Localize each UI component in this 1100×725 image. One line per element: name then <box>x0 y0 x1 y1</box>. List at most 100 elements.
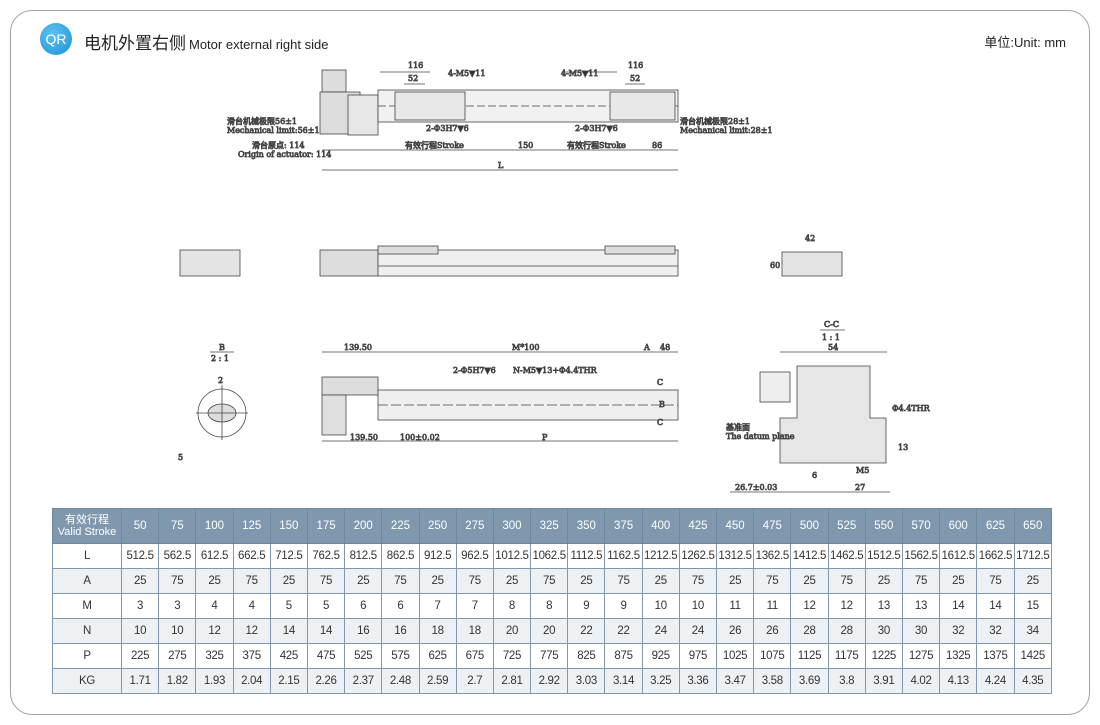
table-cell: 562.5 <box>158 543 197 569</box>
table-cell: 16 <box>344 618 383 644</box>
table-cell: 2.04 <box>232 668 271 694</box>
table-cell: 1312.5 <box>715 543 755 569</box>
header-stroke: 50 <box>120 508 160 544</box>
table-cell: 3.14 <box>604 668 643 694</box>
table-cell: 4.24 <box>976 668 1015 694</box>
table-cell: 10 <box>120 618 160 644</box>
header-stroke: 250 <box>418 508 457 544</box>
table-cell: 825 <box>567 643 606 669</box>
table-cell: 12 <box>790 593 829 619</box>
table-cell: 32 <box>939 618 978 644</box>
dim-P: P <box>542 433 548 442</box>
dim-116-left: 116 <box>408 61 423 70</box>
row-label: L <box>52 543 122 569</box>
header-stroke: 550 <box>864 508 903 544</box>
table-cell: 12 <box>827 593 866 619</box>
table-cell: 5 <box>269 593 308 619</box>
dim-27: 27 <box>855 483 865 492</box>
table-cell: 1662.5 <box>976 543 1015 569</box>
table-cell: 30 <box>864 618 903 644</box>
table-cell: 28 <box>790 618 829 644</box>
table-cell: 375 <box>232 643 271 669</box>
pin-right: 2-Φ3H7▼6 <box>575 124 618 133</box>
dim-116-right: 116 <box>628 61 643 70</box>
header-stroke: 300 <box>492 508 532 544</box>
table-cell: 1462.5 <box>827 543 866 569</box>
table-cell: 1075 <box>753 643 792 669</box>
table-cell: 14 <box>939 593 978 619</box>
table-cell: 75 <box>158 568 197 594</box>
section-cc: C-C 1 : 1 54 Φ4.4THR 基准面 The datum plane… <box>726 320 931 493</box>
header-stroke: 75 <box>158 508 197 544</box>
table-cell: 3.47 <box>715 668 755 694</box>
table-cell: 10 <box>158 618 197 644</box>
header-stroke: 100 <box>195 508 234 544</box>
table-cell: 1212.5 <box>641 543 680 569</box>
dim-13: 13 <box>898 443 908 452</box>
table-cell: 8 <box>492 593 532 619</box>
dim-m100: M*100 <box>512 343 539 352</box>
table-cell: 912.5 <box>418 543 457 569</box>
table-cell: 12 <box>232 618 271 644</box>
table-cell: 2.48 <box>381 668 420 694</box>
technical-drawing: 116 52 116 52 4-M5▼11 4-M5▼11 2-Φ3H7▼6 2… <box>178 61 931 493</box>
dim-54: 54 <box>828 343 838 352</box>
table-cell: 25 <box>418 568 457 594</box>
table-cell: 14 <box>269 618 308 644</box>
datum-cn: 基准面 <box>726 422 750 432</box>
header-stroke: 525 <box>827 508 866 544</box>
table-cell: 22 <box>604 618 643 644</box>
table-cell: 575 <box>381 643 420 669</box>
table-cell: 16 <box>381 618 420 644</box>
mech-limit-right-cn: 滑台机械极限28±1 <box>680 116 750 126</box>
table-cell: 2.15 <box>269 668 308 694</box>
dim-139-top: 139.50 <box>344 343 372 352</box>
dim-42: 42 <box>805 234 815 243</box>
table-cell: 18 <box>455 618 494 644</box>
table-cell: 25 <box>715 568 755 594</box>
dim-48: 48 <box>660 343 670 352</box>
table-cell: 20 <box>530 618 569 644</box>
table-cell: 1562.5 <box>901 543 941 569</box>
dim-2: 2 <box>218 376 223 385</box>
table-cell: 1412.5 <box>790 543 829 569</box>
table-cell: 9 <box>604 593 643 619</box>
table-cell: 4.13 <box>939 668 978 694</box>
table-cell: 925 <box>641 643 680 669</box>
table-cell: 4 <box>195 593 234 619</box>
bottom-view: 139.50 M*100 A 48 2-Φ5H7▼6 N-M5▼13+Φ4.4T… <box>321 343 679 442</box>
end-view: 42 60 <box>770 234 843 277</box>
label-c-bottom: C <box>657 418 663 427</box>
table-cell: 75 <box>455 568 494 594</box>
table-cell: 75 <box>530 568 569 594</box>
table-cell: 4.02 <box>901 668 941 694</box>
header-stroke: 625 <box>976 508 1015 544</box>
table-cell: 25 <box>641 568 680 594</box>
pin-5h7: 2-Φ5H7▼6 <box>453 366 496 375</box>
header-stroke: 225 <box>381 508 420 544</box>
table-cell: 13 <box>864 593 903 619</box>
table-cell: 26 <box>753 618 792 644</box>
section-scale: 1 : 1 <box>822 333 840 342</box>
table-cell: 24 <box>678 618 718 644</box>
header-stroke: 600 <box>939 508 978 544</box>
table-cell: 275 <box>158 643 197 669</box>
stroke-right: 有效行程Stroke <box>567 140 626 150</box>
detail-b-scale: 2 : 1 <box>211 354 229 363</box>
row-label: M <box>52 593 122 619</box>
table-cell: 3 <box>158 593 197 619</box>
table-cell: 3.91 <box>864 668 903 694</box>
table-cell: 28 <box>827 618 866 644</box>
table-cell: 2.92 <box>530 668 569 694</box>
spec-card <box>10 10 1090 715</box>
dim-52-left: 52 <box>408 74 418 83</box>
top-view: 116 52 116 52 4-M5▼11 4-M5▼11 2-Φ3H7▼6 2… <box>227 61 773 171</box>
table-cell: 10 <box>641 593 680 619</box>
table-cell: 6 <box>344 593 383 619</box>
table-cell: 775 <box>530 643 569 669</box>
table-cell: 862.5 <box>381 543 420 569</box>
section-title: C-C <box>824 320 839 329</box>
